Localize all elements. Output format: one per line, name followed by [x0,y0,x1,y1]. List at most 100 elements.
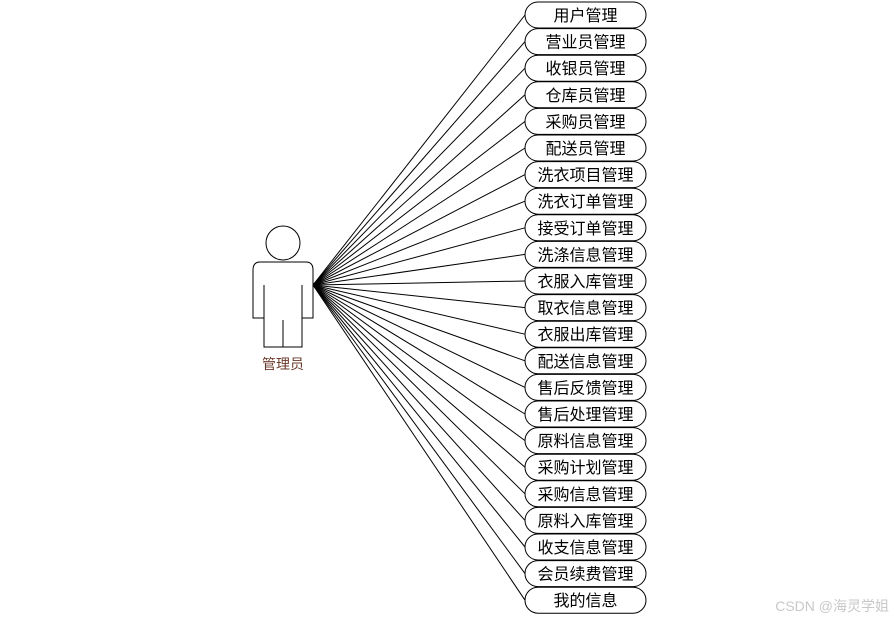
use-case: 用户管理 [524,1,647,29]
use-case-label: 采购信息管理 [537,485,633,504]
association-line [312,284,526,468]
use-case-label: 采购计划管理 [537,458,633,477]
use-case-capsule [524,320,647,348]
use-case-capsule [524,214,647,242]
use-case: 洗衣项目管理 [524,161,647,189]
association-line [312,284,526,574]
association-line [312,284,526,362]
use-case: 配送信息管理 [524,347,647,375]
use-case: 售后处理管理 [524,400,647,428]
use-case-label: 营业员管理 [545,33,625,52]
use-case-label: 收银员管理 [545,59,625,78]
use-case: 接受订单管理 [524,214,647,242]
use-case-label: 采购员管理 [545,112,625,131]
use-case-capsule [524,294,647,322]
use-case-label: 用户管理 [553,6,617,25]
use-case-label: 仓库员管理 [545,86,625,105]
use-case-capsule [524,560,647,588]
use-case-capsule [524,480,647,508]
association-line [312,174,526,286]
use-case-label: 洗涤信息管理 [537,245,633,264]
use-case-capsule [524,54,647,82]
use-case-capsule [524,373,647,401]
use-case-label: 我的信息 [553,591,617,610]
use-case: 衣服入库管理 [524,267,647,295]
use-case-label: 售后反馈管理 [537,378,633,397]
use-case-list: 用户管理营业员管理收银员管理仓库员管理采购员管理配送员管理洗衣项目管理洗衣订单管… [524,1,647,614]
use-case-capsule [524,427,647,455]
use-case-capsule [524,28,647,56]
actor-body [252,261,314,348]
use-case-capsule [524,267,647,295]
association-line [312,284,526,601]
use-case-capsule [524,134,647,162]
use-case: 洗衣订单管理 [524,187,647,215]
use-case-label: 接受订单管理 [537,219,633,238]
use-case: 我的信息 [524,586,647,614]
use-case-label: 取衣信息管理 [537,299,633,318]
use-case-capsule [524,533,647,561]
use-case: 采购信息管理 [524,480,647,508]
actor-head [265,225,301,261]
use-case-capsule [524,187,647,215]
association-line [312,200,526,286]
use-case-label: 衣服入库管理 [537,272,633,291]
association-line [312,227,526,286]
use-case-capsule [524,347,647,375]
use-case-label: 衣服出库管理 [537,325,633,344]
use-case-label: 收支信息管理 [537,538,633,557]
use-case: 洗涤信息管理 [524,240,647,268]
use-case-capsule [524,586,647,614]
use-case: 营业员管理 [524,28,647,56]
use-case-capsule [524,1,647,29]
association-line [312,253,526,286]
actor-administrator: 管理员 [252,225,314,373]
association-line [312,284,526,548]
use-case-capsule [524,81,647,109]
association-line [312,284,526,442]
association-line [312,14,526,286]
use-case-label: 洗衣订单管理 [537,192,633,211]
use-case-label: 原料入库管理 [537,511,633,530]
use-case-capsule [524,506,647,534]
use-case: 收支信息管理 [524,533,647,561]
use-case-label: 配送员管理 [545,139,625,158]
association-line [312,147,526,286]
use-case-label: 洗衣项目管理 [537,166,633,185]
association-line [312,284,526,521]
use-case-label: 会员续费管理 [537,565,633,584]
use-case-capsule [524,107,647,135]
use-case: 会员续费管理 [524,560,647,588]
association-line [312,94,526,286]
use-case: 仓库员管理 [524,81,647,109]
use-case-label: 售后处理管理 [537,405,633,424]
use-case-capsule [524,240,647,268]
use-case: 售后反馈管理 [524,373,647,401]
association-line [312,67,526,286]
use-case: 衣服出库管理 [524,320,647,348]
actor-label: 管理员 [262,357,304,373]
use-case: 收银员管理 [524,54,647,82]
use-case-capsule [524,161,647,189]
association-line [312,280,526,286]
use-case-capsule [524,400,647,428]
use-case: 原料入库管理 [524,506,647,534]
association-line [312,284,526,335]
association-line [312,284,526,309]
use-case: 采购计划管理 [524,453,647,481]
use-case: 采购员管理 [524,107,647,135]
use-case-capsule [524,453,647,481]
use-case: 原料信息管理 [524,427,647,455]
use-case-label: 原料信息管理 [537,432,633,451]
association-lines [312,14,526,601]
use-case-label: 配送信息管理 [537,352,633,371]
association-line [312,284,526,388]
association-line [312,41,526,286]
association-line [312,121,526,286]
use-case: 取衣信息管理 [524,294,647,322]
association-line [312,284,526,495]
use-case: 配送员管理 [524,134,647,162]
watermark: CSDN @海灵学姐 [775,598,889,614]
association-line [312,284,526,415]
